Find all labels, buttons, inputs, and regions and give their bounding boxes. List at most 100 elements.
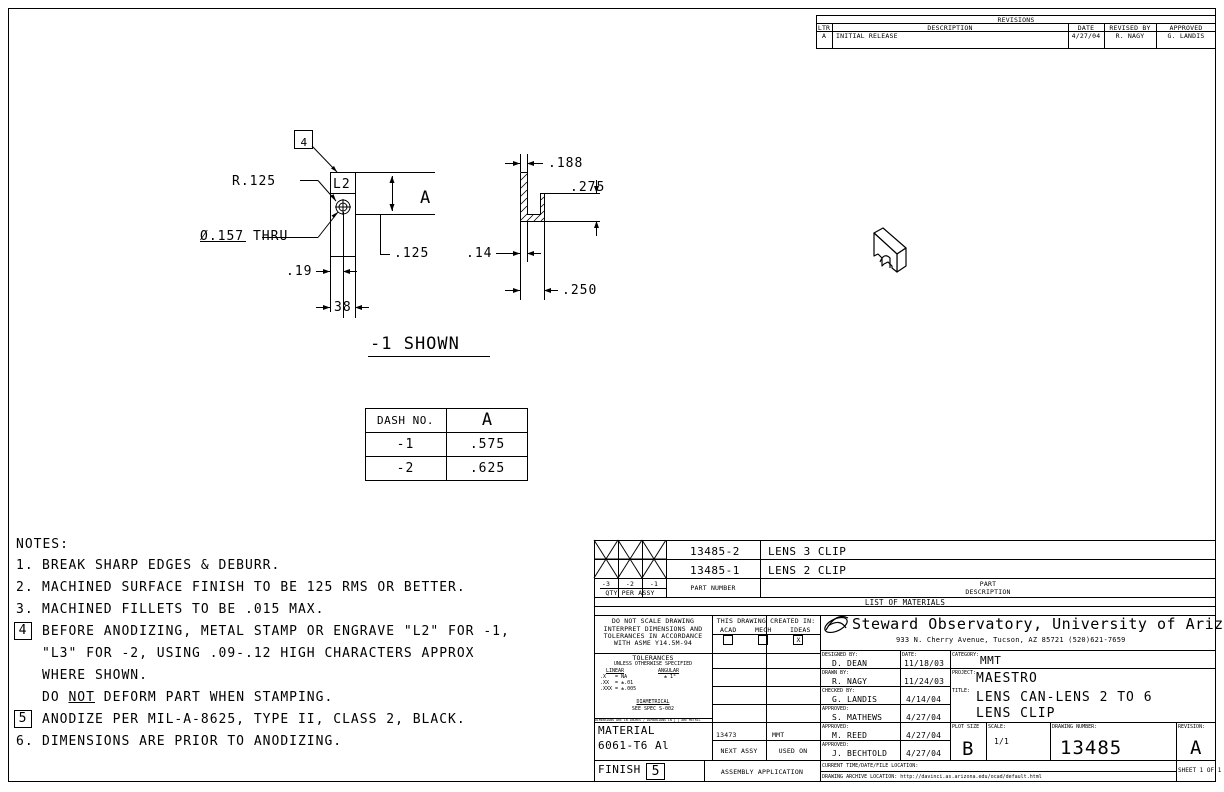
view-caption: -1 SHOWN: [370, 334, 460, 354]
rev-row-approved: G. LANDIS: [1167, 32, 1205, 40]
qty-per-assy-label: QTY PER ASSY: [605, 589, 655, 597]
part-desc-label-2: DESCRIPTION: [965, 588, 1011, 596]
current-time-location: CURRENT TIME/DATE/FILE LOCATION:: [822, 763, 919, 769]
next-assy-label: NEXT ASSY: [720, 747, 758, 755]
part-desc-row-2: LENS 2 CLIP: [768, 564, 847, 577]
note-5-text: ANODIZE PER MIL-A-8625, TYPE II, CLASS 2…: [42, 712, 466, 727]
dim-275: .275: [570, 180, 606, 195]
dim-125: .125: [394, 246, 430, 261]
drawn-by: R. NAGY: [832, 677, 868, 686]
stamp-label: L2: [333, 177, 351, 192]
drawn-date: 11/24/03: [904, 677, 945, 686]
rev-row-date: 4/27/04: [1071, 32, 1101, 40]
created-ideas: IDEAS: [790, 626, 811, 634]
interpret-line-1: INTERPRET DIMENSIONS AND: [603, 625, 703, 633]
organization-name: Steward Observatory, University of Arizo…: [852, 615, 1224, 633]
approved-2-date: 4/27/04: [906, 731, 942, 740]
revisions-title: REVISIONS: [997, 16, 1035, 24]
rev-header-revised-by: REVISED BY: [1109, 24, 1151, 32]
finish-balloon-text: 5: [651, 764, 661, 779]
project-label: PROJECT:: [952, 670, 977, 676]
note-5-flag: 5: [14, 710, 32, 728]
revisions-grid: [816, 15, 1216, 49]
rev-row-revised-by: R. NAGY: [1115, 32, 1145, 40]
sheet-number: SHEET 1 OF 1: [1178, 767, 1222, 774]
dim-a-label: A: [420, 188, 432, 208]
category-value: MMT: [980, 654, 1002, 667]
created-in-label: THIS DRAWING CREATED IN:: [716, 617, 816, 625]
rev-header-approved: APPROVED: [1169, 24, 1203, 32]
drawing-number-value: 13485: [1060, 737, 1123, 759]
tolerances-title: TOLERANCES: [632, 654, 674, 662]
rev-header-ltr: LTR: [817, 24, 831, 32]
note-1-text: BREAK SHARP EDGES & DEBURR.: [42, 558, 281, 573]
note-4-do: DO: [42, 690, 69, 705]
note-2-num: 2.: [16, 580, 34, 595]
dim-38: 38: [334, 300, 352, 315]
archive-location: DRAWING ARCHIVE LOCATION: http://davinci…: [822, 774, 1042, 780]
next-assy-number: 13473: [716, 731, 737, 739]
part-desc-label-1: PART: [979, 580, 997, 588]
approved-2: M. REED: [832, 731, 868, 740]
approved-label-3: APPROVED:: [822, 742, 850, 748]
note-2-text: MACHINED SURFACE FINISH TO BE 125 RMS OR…: [42, 580, 466, 595]
dash-header-a: A: [481, 410, 494, 430]
drawing-title-line-2: LENS CLIP: [976, 706, 1056, 721]
tol-x: .X = NA: [600, 674, 628, 680]
material-value: 6061-T6 Al: [598, 739, 670, 752]
dim-250: .250: [562, 283, 598, 298]
list-of-materials-title: LIST OF MATERIALS: [864, 598, 946, 607]
tol-xxx: .XXX = ±.005: [600, 686, 637, 692]
rev-row-description: INITIAL RELEASE: [836, 32, 898, 40]
dash-col-3: -3: [601, 580, 611, 588]
dims-in-inches: DIMENSIONS ARE IN INCHES / DIMENSIONS IN…: [595, 718, 701, 722]
note-4-flag: 4: [14, 622, 32, 640]
designed-by-label: DESIGNED BY:: [822, 652, 859, 658]
note-4-text-line1: BEFORE ANODIZING, METAL STAMP OR ENGRAVE…: [42, 624, 510, 639]
rev-header-description: DESCRIPTION: [927, 24, 973, 32]
dash-header-dash-no: DASH NO.: [377, 414, 434, 427]
note-6-text: DIMENSIONS ARE PRIOR TO ANODIZING.: [42, 734, 343, 749]
interpret-line-2: TOLERANCES IN ACCORDANCE: [603, 632, 703, 640]
part-number-label: PART NUMBER: [690, 584, 736, 592]
dim-14: .14: [466, 246, 493, 261]
dash-row-1-a: .575: [469, 437, 506, 452]
diametrical-label: DIAMETRICAL: [636, 699, 670, 705]
part-number-row-1: 13485-2: [690, 545, 740, 558]
drawing-title-line-1: LENS CAN-LENS 2 TO 6: [976, 690, 1153, 705]
designed-by: D. DEAN: [832, 659, 868, 668]
drawing-number-label: DRAWING NUMBER:: [1052, 724, 1098, 730]
linear-label: LINEAR: [606, 668, 625, 674]
dash-col-2: -2: [625, 580, 635, 588]
rev-header-date: DATE: [1077, 24, 1095, 32]
revision-label: REVISION:: [1178, 724, 1206, 730]
dash-row-1-dash: -1: [396, 437, 415, 452]
interpret-line-3: WITH ASME Y14.5M-94: [613, 639, 693, 647]
date-label: DATE:: [902, 652, 918, 658]
radius-dimension: R.125: [232, 174, 277, 189]
created-mech: MECH: [755, 626, 772, 634]
ideas-check-mark: X: [796, 636, 801, 644]
part-number-row-2: 13485-1: [690, 564, 740, 577]
tol-xx: .XX = ±.01: [600, 680, 634, 686]
title-label: TITLE:: [952, 688, 971, 694]
tol-angular: ± 1°: [664, 674, 677, 680]
see-spec: SEE SPEC S-002: [631, 706, 675, 712]
note-4-not: NOT: [68, 690, 95, 705]
plot-size-label: PLOT SIZE: [952, 724, 980, 730]
approved-3-date: 4/27/04: [906, 749, 942, 758]
note-3-text: MACHINED FILLETS TO BE .015 MAX.: [42, 602, 325, 617]
checked-by: G. LANDIS: [832, 695, 878, 704]
side-view-outline: [520, 172, 545, 222]
note-4-rest: DEFORM PART WHEN STAMPING.: [94, 690, 334, 705]
part-desc-row-1: LENS 3 CLIP: [768, 545, 847, 558]
approved-1: S. MATHEWS: [832, 713, 883, 722]
assembly-application-label: ASSEMBLY APPLICATION: [720, 768, 804, 776]
scale-value: 1/1: [994, 737, 1010, 746]
tolerances-sub: UNLESS OTHERWISE SPECIFIED: [613, 661, 693, 667]
used-on-value: MMT: [772, 731, 785, 739]
